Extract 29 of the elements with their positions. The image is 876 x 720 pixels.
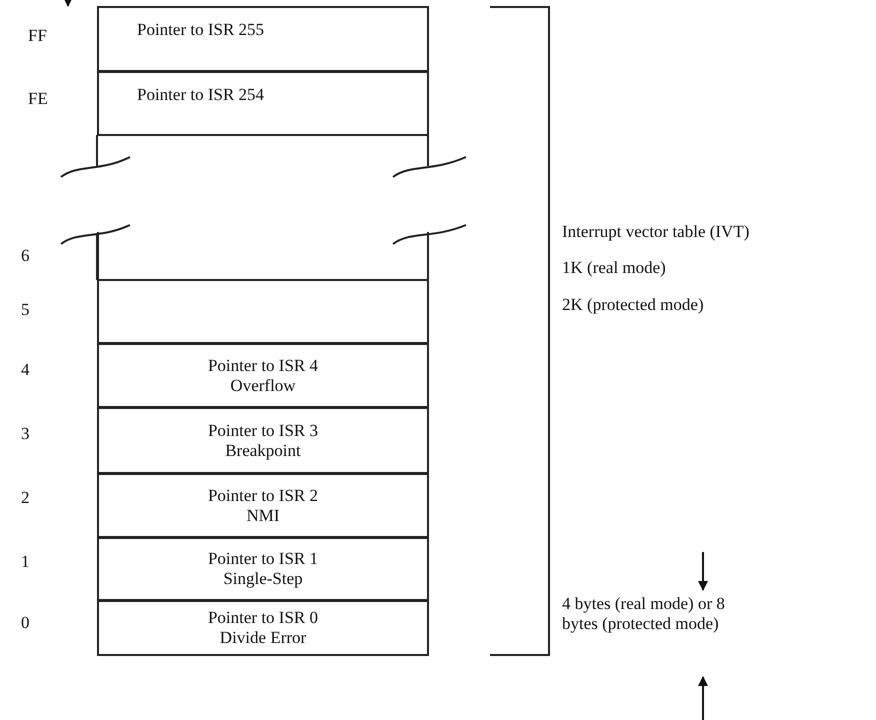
address-label: FF: [28, 26, 47, 46]
size-note: 2K (protected mode): [562, 295, 704, 315]
address-label: 1: [21, 552, 30, 572]
table-row: [97, 600, 429, 656]
size-note: 1K (real mode): [562, 258, 666, 278]
row-text: Pointer to ISR 2 NMI: [206, 486, 320, 526]
table-row: [97, 71, 429, 136]
address-label: 0: [21, 613, 30, 633]
row-text: Pointer to ISR 3 Breakpoint: [206, 420, 320, 460]
entry-size-note: 4 bytes (real mode) or 8 bytes (protected mode): [562, 594, 726, 634]
address-label: 4: [21, 360, 30, 380]
address-label: 3: [21, 424, 30, 444]
table-row: [97, 537, 429, 601]
row-text: Pointer to ISR 255: [137, 20, 264, 40]
address-label: FE: [28, 89, 48, 109]
table-row: [97, 343, 429, 408]
row-text: Pointer to ISR 0 Divide Error: [206, 608, 320, 648]
table-row: [97, 407, 429, 474]
table-row: [97, 232, 429, 281]
address-label: 5: [21, 300, 30, 320]
row-text: Pointer to ISR 254: [137, 85, 264, 105]
address-label: 2: [21, 488, 30, 508]
row-text: Pointer to ISR 4 Overflow: [206, 356, 320, 396]
address-label: 6: [21, 246, 30, 266]
table-row: [97, 6, 429, 72]
table-title: Interrupt vector table (IVT): [562, 222, 750, 242]
table-row: [97, 279, 429, 344]
row-text: Pointer to ISR 1 Single-Step: [206, 549, 320, 589]
table-row: [97, 473, 429, 538]
